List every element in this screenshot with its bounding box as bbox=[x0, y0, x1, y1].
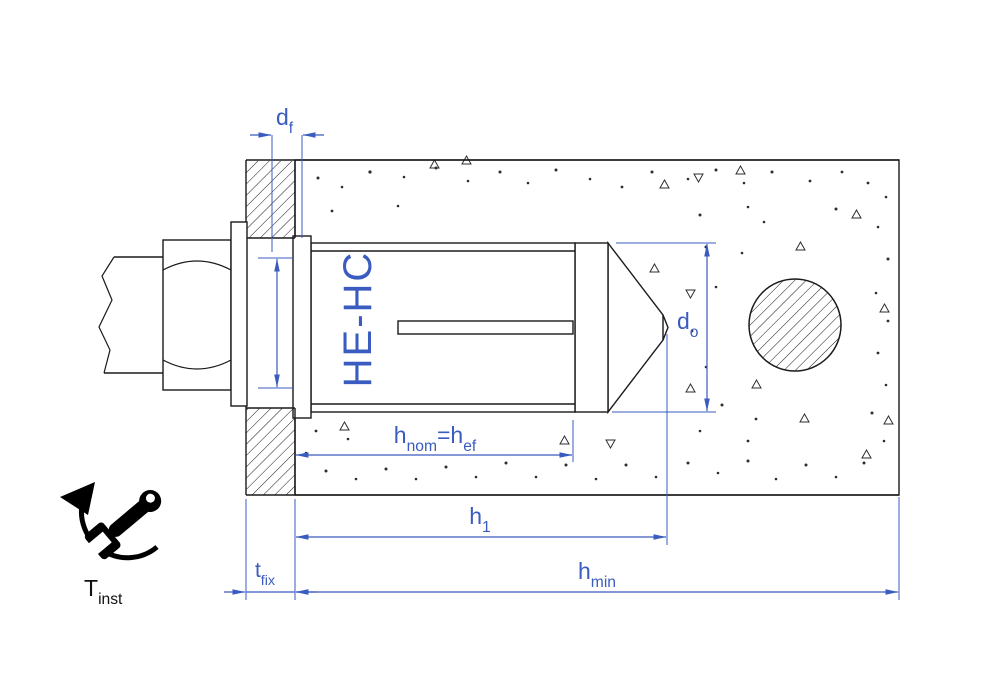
anchor-collar bbox=[292, 235, 312, 419]
fixture-plate bbox=[245, 159, 899, 496]
dimension-h1 bbox=[295, 334, 668, 545]
hnom-label: hnom=hef bbox=[393, 422, 477, 456]
dimension-hmin bbox=[245, 497, 900, 600]
anchor bbox=[292, 235, 669, 419]
hex-nut bbox=[162, 239, 232, 391]
do-label: do bbox=[677, 308, 699, 342]
washer bbox=[230, 221, 248, 407]
h1-label: h1 bbox=[469, 503, 491, 537]
tfix-label: tfix bbox=[254, 559, 276, 589]
tinst-label: Tinst bbox=[84, 575, 123, 609]
df-label: df bbox=[276, 104, 294, 138]
torque-wrench-icon bbox=[60, 482, 162, 561]
expansion-slot bbox=[397, 320, 574, 335]
dimension-do bbox=[612, 242, 716, 413]
anchor-cone-base bbox=[574, 242, 609, 413]
bolt-break-line bbox=[98, 256, 115, 374]
dimension-hnom bbox=[295, 420, 574, 462]
rotation-arrowhead bbox=[60, 482, 95, 515]
dimension-df bbox=[250, 132, 324, 389]
product-label: HE-HC bbox=[336, 250, 380, 388]
dimensions bbox=[224, 132, 900, 600]
hmin-label: hmin bbox=[578, 558, 616, 592]
concrete-speckles bbox=[304, 154, 894, 481]
bolt-assembly bbox=[98, 221, 248, 407]
bolt-shaft bbox=[98, 256, 163, 374]
rebar-section-circle bbox=[748, 278, 842, 372]
